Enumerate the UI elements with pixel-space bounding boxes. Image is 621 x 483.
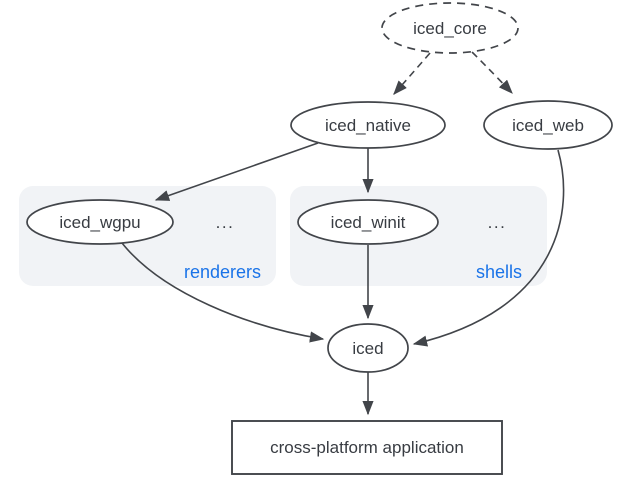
app-label: cross-platform application [270,438,464,457]
iced_wgpu-ellipse [26,199,174,245]
shells-group-label: shells [476,262,522,282]
iced_core-ellipse [381,2,519,54]
iced_native-ellipse [290,101,446,149]
node-iced_native: iced_native [290,101,446,149]
node-app: cross-platform application [231,420,503,475]
shells-ellipsis: ... [488,213,507,232]
iced-label: iced [352,339,383,358]
node-iced_core: iced_core [381,2,519,54]
edge-iced_native-iced_wgpu [154,142,319,201]
renderers-ellipsis: ... [216,213,235,232]
edge-iced_wgpu-iced [121,242,325,343]
edge-iced_core-iced_native [393,52,431,95]
node-iced: iced [327,323,409,373]
edge-iced_web-iced [412,149,565,347]
iced_core-label: iced_core [413,19,487,38]
iced_web-label: iced_web [512,116,584,135]
node-iced_web: iced_web [483,100,613,150]
renderers-group-label: renderers [184,262,261,282]
iced_native-label: iced_native [325,116,411,135]
node-iced_wgpu: iced_wgpu [26,199,174,245]
iced_wgpu-label: iced_wgpu [59,213,140,232]
iced_web-ellipse [483,100,613,150]
iced-ellipse [327,323,409,373]
node-iced_winit: iced_winit [297,199,439,245]
iced_winit-ellipse [297,199,439,245]
iced_winit-label: iced_winit [331,213,406,232]
edge-iced_core-iced_web [471,51,513,94]
app-rectangle [231,420,503,475]
